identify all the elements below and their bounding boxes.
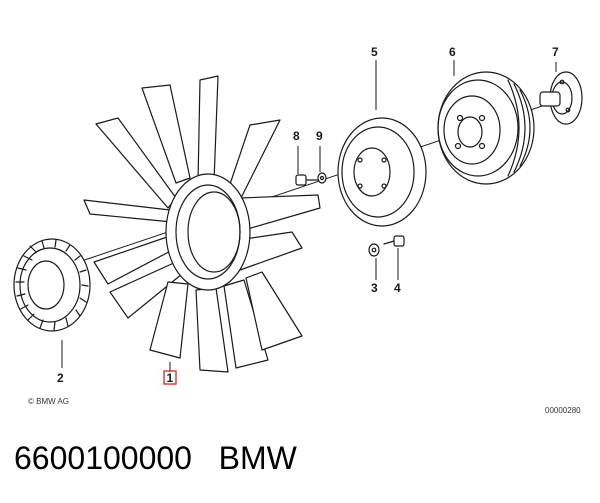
fan-assembly-diagram: 5 6 7 8 9 3 4 2 1 © BMW AG 00000280 <box>13 45 583 415</box>
part-caption: 6600100000 BMW <box>14 440 297 477</box>
callout-6: 6 <box>449 45 456 59</box>
leader-lines <box>61 60 557 372</box>
callout-2: 2 <box>57 371 64 385</box>
callout-9: 9 <box>316 129 323 143</box>
callout-4: 4 <box>394 281 401 295</box>
drawing-number: 00000280 <box>545 406 581 415</box>
callout-1: 1 <box>167 371 174 385</box>
callout-7: 7 <box>552 45 559 59</box>
callout-5: 5 <box>371 45 378 59</box>
bolt-and-washer-upper <box>295 172 327 186</box>
callout-3: 3 <box>371 281 378 295</box>
hub-flange <box>539 71 583 125</box>
part-number: 6600100000 <box>14 440 192 476</box>
bolt-and-washer-lower <box>368 235 405 257</box>
callout-8: 8 <box>293 129 300 143</box>
pulley <box>337 117 427 227</box>
callout-1-highlight-box[interactable] <box>163 370 177 385</box>
fan-blades <box>83 75 321 373</box>
viscous-clutch <box>13 238 91 332</box>
copyright-text: © BMW AG <box>28 397 69 406</box>
brand-name: BMW <box>218 440 297 476</box>
drive-pulley <box>437 71 535 185</box>
